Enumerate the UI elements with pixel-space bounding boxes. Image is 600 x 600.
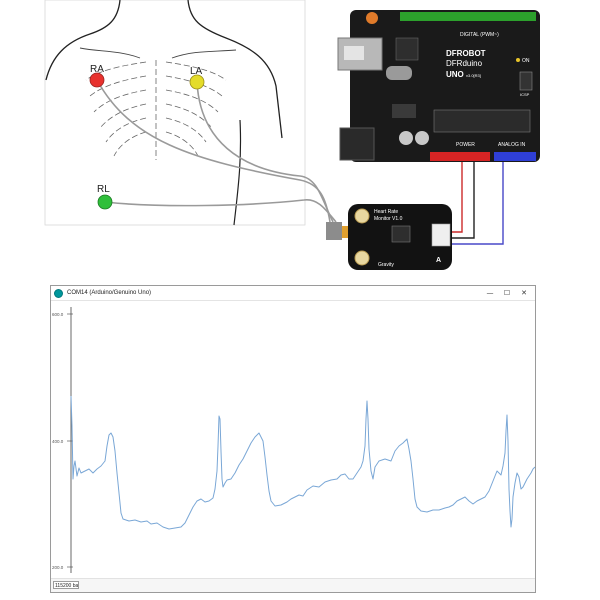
electrode-la-label: LA xyxy=(190,66,203,77)
analog-header-label: ANALOG IN xyxy=(498,142,526,148)
reset-button xyxy=(366,12,378,24)
board-model: DFRduino xyxy=(446,59,483,68)
sensor-connector xyxy=(431,223,451,247)
icsp-label: ICSP xyxy=(520,92,530,97)
voltage-regulator xyxy=(392,104,416,118)
serial-plotter-window: COM14 (Arduino/Genuino Uno) — ☐ ✕ 600.0 … xyxy=(50,285,536,593)
wire-black xyxy=(452,160,475,239)
electrode-ra-label: RA xyxy=(90,64,104,75)
body-outline-right xyxy=(187,0,283,139)
rib-cage-sketch xyxy=(85,60,227,160)
sensor-chip xyxy=(391,225,411,243)
board-brand: DFROBOT xyxy=(446,49,486,58)
window-title: COM14 (Arduino/Genuino Uno) xyxy=(67,290,152,296)
sensor-title-line1: Heart Rate xyxy=(374,209,398,215)
baud-rate-select[interactable]: 115200 baud xyxy=(53,581,79,589)
y-tick-label-200: 200.0 xyxy=(52,565,64,570)
maximize-button[interactable]: ☐ xyxy=(503,289,511,297)
sensor-jack-plug xyxy=(326,222,342,240)
microcontroller-chip xyxy=(433,109,531,133)
window-controls: — ☐ ✕ xyxy=(480,286,531,300)
wiring-diagram-svg: RA LA RL DIGITAL (PWM~) DFRO xyxy=(44,0,540,270)
board-model-line2: UNO xyxy=(446,70,464,79)
ecg-signal-line xyxy=(70,395,536,530)
power-header xyxy=(430,152,490,161)
heart-rate-sensor: Heart Rate Monitor V1.0 Gravity A xyxy=(326,204,452,270)
electrode-la: LA xyxy=(189,66,205,90)
sensor-marker: A xyxy=(436,257,441,264)
window-titlebar[interactable]: COM14 (Arduino/Genuino Uno) — ☐ ✕ xyxy=(51,286,535,301)
icsp-header xyxy=(519,71,533,91)
plot-area: 600.0 400.0 200.0 xyxy=(51,301,536,579)
electrode-rl-label: RL xyxy=(97,184,110,195)
wire-blue xyxy=(452,160,504,245)
body-outline-left xyxy=(45,0,121,81)
torso-panel xyxy=(44,0,306,226)
body-outline-side xyxy=(233,119,242,226)
power-jack xyxy=(339,127,375,161)
digital-header-label: DIGITAL (PWM~) xyxy=(460,32,499,38)
board-version: v3.0[R3] xyxy=(466,73,481,78)
on-led-label: ON xyxy=(522,58,530,64)
digital-header xyxy=(400,12,536,21)
lead-wires xyxy=(96,79,337,223)
wire-red xyxy=(452,160,463,233)
crystal xyxy=(386,66,412,80)
close-button[interactable]: ✕ xyxy=(521,289,527,297)
usb-chip xyxy=(395,37,419,61)
plotter-bottom-bar: 115200 baud xyxy=(51,578,535,592)
sensor-title-line2: Monitor V1.0 xyxy=(374,216,403,222)
capacitor-2 xyxy=(415,131,429,145)
arduino-app-icon xyxy=(54,288,63,298)
plot-svg: 600.0 400.0 200.0 xyxy=(52,307,536,573)
electrode-ra: RA xyxy=(89,64,105,88)
capacitor-1 xyxy=(399,131,413,145)
arduino-board: DIGITAL (PWM~) DFROBOT DFRduino UNO v3.0… xyxy=(337,10,540,162)
y-tick-label-400: 400.0 xyxy=(52,439,64,444)
minimize-button[interactable]: — xyxy=(486,289,494,297)
power-header-label: POWER xyxy=(456,142,475,148)
sensor-brand: Gravity xyxy=(378,262,394,268)
electrode-rl: RL xyxy=(97,184,113,210)
wiring-illustration: RA LA RL DIGITAL (PWM~) DFRO xyxy=(0,0,600,282)
y-tick-label-600: 600.0 xyxy=(52,312,64,317)
analog-header xyxy=(494,152,536,161)
